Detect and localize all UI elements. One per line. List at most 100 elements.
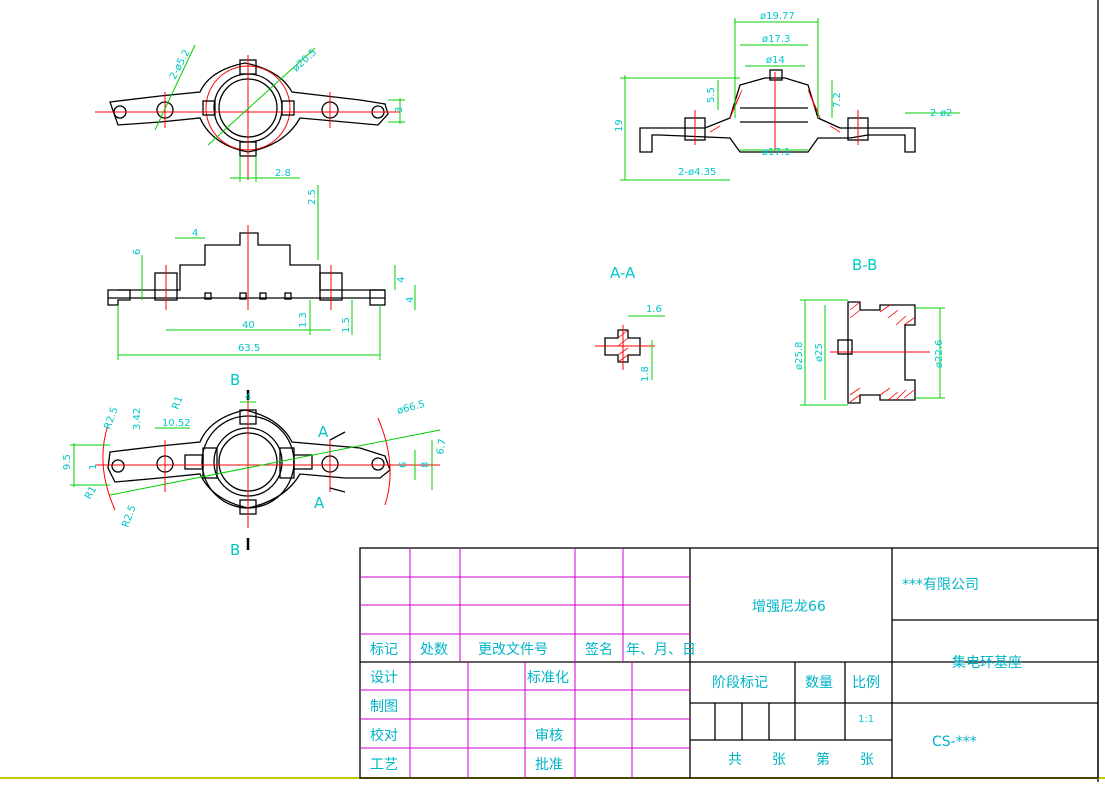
side-view-top-key (769, 69, 783, 81)
tb-role-design: 设计 (370, 670, 398, 686)
side-view: ø19.77 ø17.3 ø14 5.5 7.2 19 2-ø2 ø17.1 2… (614, 11, 960, 181)
bottom-view-dim-4: 10.52 (162, 418, 191, 429)
top-view-key-right (281, 100, 295, 116)
tb-company: ***有限公司 (902, 577, 979, 593)
bottom-view-dim-5: 9.5 (62, 454, 73, 470)
bottom-view-dim-0: 4 (245, 392, 251, 403)
tb-sheet-total: 共 (728, 752, 742, 768)
section-aa-dim-0: 1.6 (646, 304, 662, 315)
tb-stage-mark: 阶段标记 (712, 675, 768, 691)
top-view-dim-leader-1 (154, 44, 196, 131)
bottom-view-section-arrow-a-top (329, 431, 346, 441)
section-bb-title: B-B (852, 256, 877, 274)
side-view-outline (639, 77, 916, 153)
bottom-view-pin-right (371, 457, 385, 471)
side-view-dim-6: 2-ø2 (930, 108, 952, 119)
tb-review: 审核 (535, 728, 563, 744)
front-view-dim-0: 2.5 (307, 189, 318, 205)
tb-header-count: 处数 (420, 642, 448, 658)
front-view-dim-2: 6 (132, 249, 143, 255)
bottom-view-pin-left (111, 459, 125, 473)
tb-material: 增强尼龙66 (752, 599, 826, 615)
section-label-a-bottom: A (314, 494, 325, 512)
front-view: 2.5 4 6 4 4 40 1.3 1.5 63.5 (107, 185, 416, 360)
front-view-dim-1: 4 (192, 228, 198, 239)
section-bb-dim-1: ø25 (814, 343, 825, 362)
top-view-dim-2: 2.8 (275, 168, 291, 179)
bottom-view-slot-right (293, 454, 313, 470)
front-view-rib-4 (284, 292, 292, 300)
top-view-key-left (202, 100, 216, 116)
front-view-rib-1 (204, 292, 212, 300)
side-view-dim-2: ø14 (766, 55, 785, 66)
front-view-dim-8: 63.5 (238, 343, 260, 354)
tb-header-mark: 标记 (370, 642, 398, 658)
tb-drawing-number: CS-*** (932, 734, 977, 750)
bottom-view-dim-3: R1 (170, 395, 185, 411)
tb-sheet-unit1: 张 (772, 752, 786, 768)
top-view-dim-0: 2-ø5.2 (168, 48, 193, 81)
tb-header-change-doc: 更改文件号 (478, 642, 548, 658)
tb-role-process: 工艺 (370, 757, 398, 773)
side-view-dim-1: ø17.3 (762, 34, 790, 45)
section-label-b-bottom: B (230, 541, 240, 559)
side-view-dim-8: 2-ø4.35 (678, 167, 716, 178)
bottom-view-dim-2: 3.42 (132, 408, 143, 430)
tb-role-check: 校对 (370, 727, 398, 744)
section-bb-dim-2: ø22.6 (934, 340, 945, 368)
tb-header-date: 年、月、日 (626, 642, 696, 658)
top-view-outline (109, 62, 389, 153)
section-bb-dim-0: ø25.8 (794, 342, 805, 370)
section-aa-dim-1: 1.8 (640, 366, 651, 382)
tb-sheet-unit2: 张 (860, 752, 874, 768)
front-view-dim-5: 40 (242, 320, 255, 331)
tb-scale-value: 1:1 (858, 714, 874, 725)
bottom-view-dim-7: R1 (83, 484, 99, 501)
top-view: 2-ø5.2 ø20.5 2.8 3 (95, 44, 405, 182)
section-aa-title: A-A (610, 264, 636, 282)
bottom-view-dim-8: R2.5 (120, 504, 138, 529)
bottom-view-dim-10: 6.7 (435, 438, 449, 456)
section-bb-outline (847, 301, 916, 404)
side-view-dim-0: ø19.77 (760, 11, 795, 22)
bottom-view: 4 R2.5 3.42 R1 10.52 9.5 1 R1 R2.5 ø66.5… (62, 371, 449, 559)
bottom-view-dim-1: R2.5 (102, 406, 120, 431)
top-view-dim-3: 3 (394, 107, 405, 113)
front-view-rib-3 (259, 292, 267, 300)
front-view-dim-6: 1.3 (298, 312, 309, 328)
title-block-frame (359, 547, 1099, 779)
tb-approve: 批准 (535, 757, 563, 773)
tb-standardization: 标准化 (527, 670, 569, 686)
tb-role-drafting: 制图 (370, 699, 398, 715)
bottom-view-slot-left (184, 454, 204, 470)
bottom-view-outline (107, 409, 391, 509)
bottom-view-arc-right (377, 417, 391, 506)
tb-sheet-no: 第 (816, 751, 830, 768)
title-block: 标记 处数 更改文件号 签名 年、月、日 设计 制图 校对 工艺 标准化 审核 … (359, 547, 1099, 779)
bottom-view-section-arrow-a-bottom (329, 487, 346, 493)
top-view-dim-leader-2 (207, 47, 316, 146)
section-a-a: A-A 1.6 1.8 (595, 264, 665, 382)
front-view-dim-3: 4 (396, 277, 407, 283)
tb-part-name: 集电环基座 (952, 654, 1022, 671)
front-view-rib-2 (239, 292, 247, 300)
tb-quantity: 数量 (805, 675, 833, 691)
side-view-dim-3: 5.5 (706, 87, 717, 103)
section-b-b: B-B ø25.8 ø25 ø22.6 (794, 256, 945, 406)
section-bb-pin (837, 339, 853, 355)
front-view-dim-4: 4 (405, 297, 416, 303)
top-view-dim-1: ø20.5 (291, 47, 319, 74)
bottom-view-arc-left (102, 424, 116, 511)
section-label-a-top: A (318, 423, 329, 441)
front-view-dim-7: 1.5 (341, 317, 352, 333)
tb-scale-label: 比例 (852, 675, 880, 691)
bottom-view-dim-6: 1 (88, 464, 99, 470)
bottom-view-dim-9: ø66.5 (396, 399, 426, 417)
side-view-dim-5: 19 (614, 119, 625, 132)
tb-header-signature: 签名 (585, 641, 613, 658)
side-view-dim-7: ø17.1 (762, 147, 790, 158)
section-bb-hatching (849, 301, 915, 403)
bottom-view-dim-11: 8 (420, 462, 431, 468)
